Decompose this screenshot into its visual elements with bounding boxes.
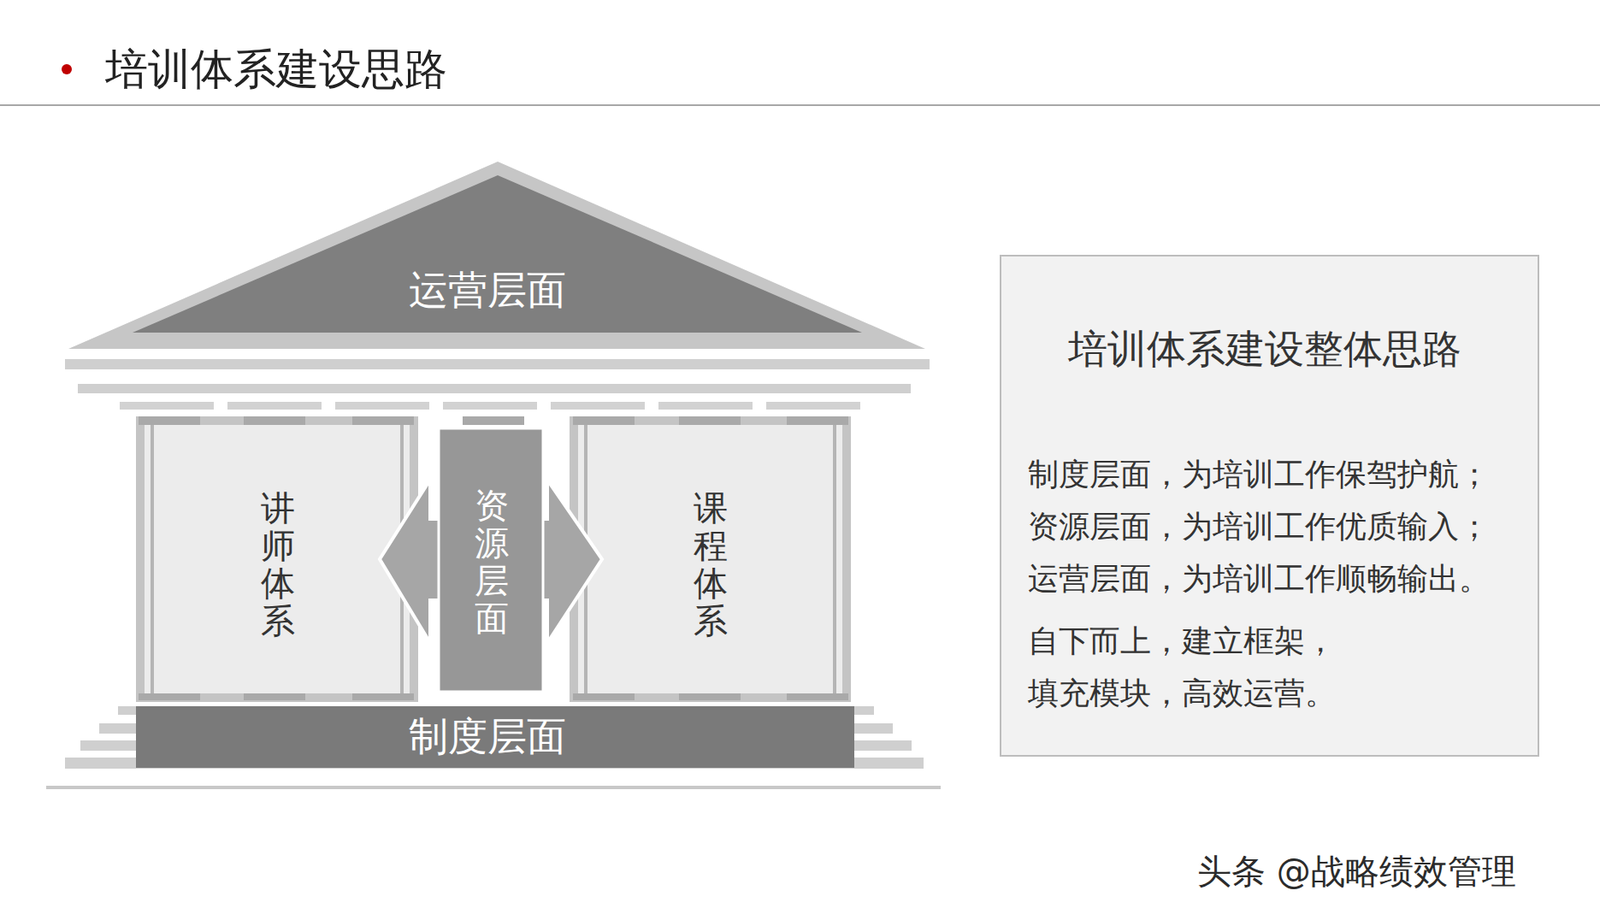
beam-blocks xyxy=(119,401,861,410)
ground-line xyxy=(46,785,941,790)
capitals xyxy=(138,416,849,701)
roof-outer xyxy=(68,161,926,349)
base-label: 制度层面 xyxy=(307,708,668,767)
panel-line: 运营层面，为培训工作顺畅输出。 xyxy=(1027,552,1521,605)
panel-line: 自下而上，建立框架， 填充模块，高效运营。 xyxy=(1027,614,1346,720)
beam xyxy=(77,383,911,394)
panel-line: 制度层面，为培训工作保驾护航； xyxy=(1027,448,1521,501)
right-pillar xyxy=(569,416,851,703)
vertical-label: 课程体系 xyxy=(693,489,728,640)
panel-line: 资源层面，为培训工作优质输入； xyxy=(1027,500,1521,553)
pillar-box: 课程体系 xyxy=(672,444,750,685)
vertical-label: 讲师体系 xyxy=(260,489,296,640)
layer-label: 运营层面 xyxy=(408,264,567,318)
layer-label: 制度层面 xyxy=(408,710,567,764)
header-rule xyxy=(0,104,1600,107)
roof-inner xyxy=(132,175,862,333)
page-title: 培训体系建设思路 xyxy=(105,41,448,99)
title-bullet xyxy=(61,64,72,75)
summary-panel: 培训体系建设整体思路制度层面，为培训工作保驾护航；资源层面，为培训工作优质输入；… xyxy=(999,254,1540,757)
resource-box: 资源层面 xyxy=(453,437,531,686)
beam xyxy=(64,359,930,370)
watermark: 头条 @战略绩效管理 xyxy=(1197,848,1517,896)
double-arrow xyxy=(379,479,603,644)
pillar-box: 讲师体系 xyxy=(239,444,317,685)
resource-column xyxy=(438,428,544,692)
vertical-label: 资源层面 xyxy=(474,486,509,638)
roof-label: 运营层面 xyxy=(307,256,668,325)
panel-heading: 培训体系建设整体思路 xyxy=(991,324,1538,373)
base-slab xyxy=(135,706,855,768)
left-pillar xyxy=(135,416,419,703)
